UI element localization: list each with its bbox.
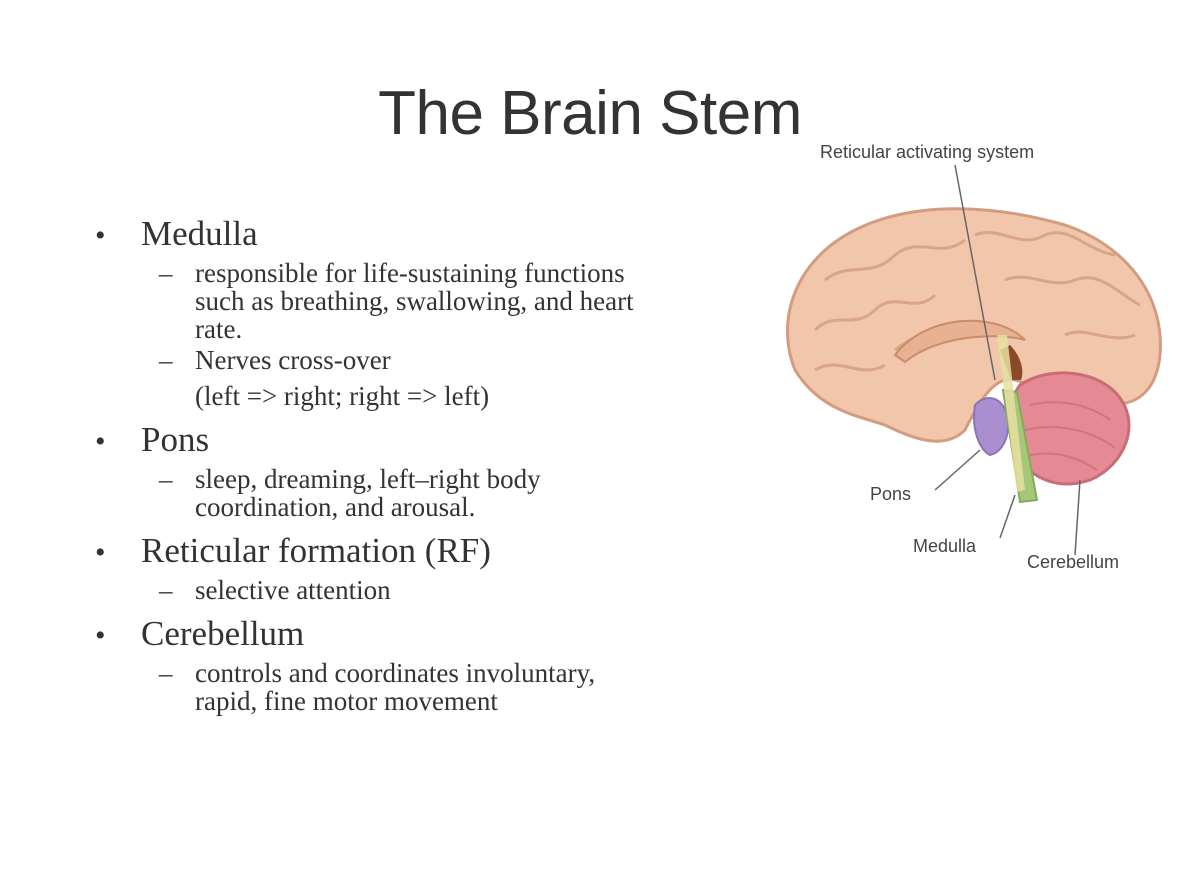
label-pons: Pons xyxy=(870,484,911,504)
pons xyxy=(973,396,1009,457)
bullet-cerebellum: • Cerebellum xyxy=(95,614,715,656)
label-cerebellum: Cerebellum xyxy=(1027,552,1119,572)
corpus-callosum xyxy=(893,319,1026,364)
bullet-dot-icon: • xyxy=(95,219,106,252)
dash-icon: – xyxy=(159,258,173,288)
sub-bullet: – responsible for life-sustaining functi… xyxy=(159,259,715,343)
sub-bullet-text: Nerves cross-over xyxy=(195,345,391,375)
sub-bullet: – controls and coordinates involuntary, … xyxy=(159,659,715,715)
sub-bullet: – selective attention xyxy=(159,576,715,604)
brain-diagram: Reticular activating system Pons Medulla… xyxy=(786,142,1162,572)
sub-bullet-continuation: (left => right; right => left) xyxy=(159,382,715,410)
bullet-list: • Medulla – responsible for life-sustain… xyxy=(95,208,715,715)
sub-bullet: – sleep, dreaming, left–right body coord… xyxy=(159,465,715,521)
bullet-medulla: • Medulla xyxy=(95,214,715,256)
bullet-pons: • Pons xyxy=(95,420,715,462)
sub-bullet-text: sleep, dreaming, left–right body coordin… xyxy=(195,464,541,522)
reticular-formation xyxy=(997,335,1025,492)
bullet-heading: Cerebellum xyxy=(141,614,305,653)
bullet-heading: Medulla xyxy=(141,214,258,253)
dash-icon: – xyxy=(159,464,173,494)
leader-lines xyxy=(934,164,1081,556)
cerebellum-folds xyxy=(1024,401,1116,471)
bullet-heading: Reticular formation (RF) xyxy=(141,531,491,570)
dash-icon: – xyxy=(159,345,173,375)
sub-bullet: – Nerves cross-over xyxy=(159,346,715,374)
dash-icon: – xyxy=(159,575,173,605)
bullet-reticular-formation: • Reticular formation (RF) xyxy=(95,531,715,573)
bullet-dot-icon: • xyxy=(95,536,106,569)
bullet-dot-icon: • xyxy=(95,619,106,652)
sub-bullet-text: controls and coordinates involuntary, ra… xyxy=(195,658,596,716)
bullet-dot-icon: • xyxy=(95,425,106,458)
slide-title: The Brain Stem xyxy=(378,79,802,148)
dash-icon: – xyxy=(159,658,173,688)
sub-bullet-text: responsible for life-sustaining function… xyxy=(195,258,634,344)
label-medulla: Medulla xyxy=(913,536,977,556)
sub-bullet-text: (left => right; right => left) xyxy=(195,381,490,411)
label-reticular-activating-system: Reticular activating system xyxy=(820,142,1034,162)
sub-bullet-text: selective attention xyxy=(195,575,391,605)
bullet-heading: Pons xyxy=(141,420,210,459)
